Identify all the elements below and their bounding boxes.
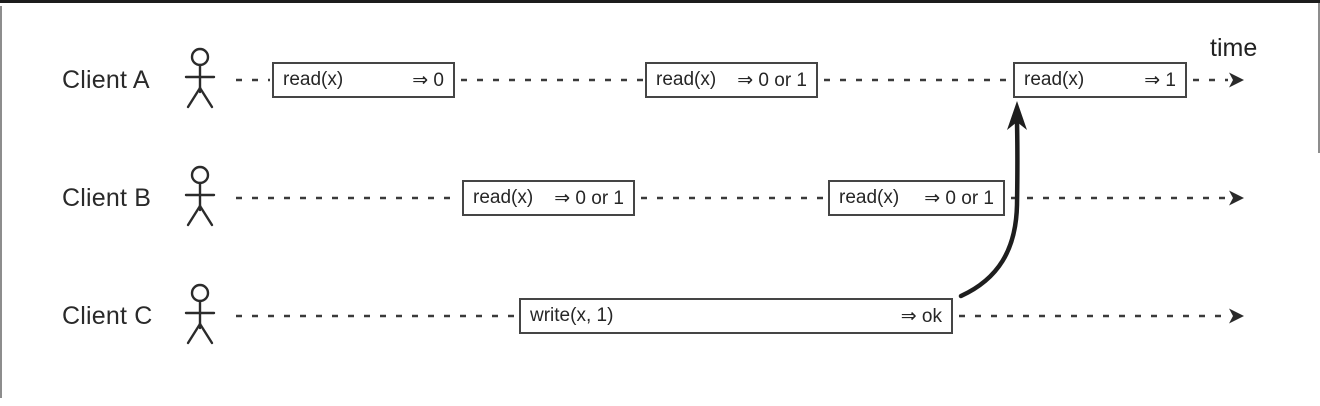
person-icon-client-c: [184, 283, 216, 345]
row-label-client-c: Client C: [62, 302, 153, 330]
timeline-b-arrowhead: [1229, 190, 1244, 206]
operation-label: read(x): [656, 69, 717, 90]
operation-box-write-c1: write(x, 1) ⇒ ok: [519, 298, 953, 334]
top-border-line: [0, 0, 1320, 3]
operation-result: ⇒ ok: [900, 305, 942, 327]
operation-label: read(x): [839, 187, 900, 208]
timeline-a-arrowhead: [1229, 72, 1244, 88]
operation-label: write(x, 1): [530, 305, 614, 326]
operation-result: ⇒ 0: [412, 69, 444, 91]
operation-result: ⇒ 0 or 1: [554, 187, 624, 209]
operation-result: ⇒ 1: [1144, 69, 1176, 91]
happens-before-arrow: [958, 119, 1020, 299]
timeline-c-arrowhead: [1229, 308, 1244, 324]
operation-result: ⇒ 0 or 1: [737, 69, 807, 91]
person-icon-client-b: [184, 165, 216, 227]
right-border-line: [1318, 3, 1320, 153]
operation-box-read-a2: read(x) ⇒ 0 or 1: [645, 62, 818, 98]
left-border-line: [0, 6, 2, 398]
time-axis-label: time: [1210, 34, 1258, 62]
happens-before-arrowhead: [1007, 101, 1027, 130]
operation-box-read-b1: read(x) ⇒ 0 or 1: [462, 180, 635, 216]
row-label-client-b: Client B: [62, 184, 152, 212]
operation-box-read-a1: read(x) ⇒ 0: [272, 62, 455, 98]
operation-label: read(x): [1024, 69, 1085, 90]
operation-label: read(x): [473, 187, 534, 208]
person-icon-client-a: [184, 47, 216, 109]
row-label-client-a: Client A: [62, 66, 150, 94]
operation-box-read-a3: read(x) ⇒ 1: [1013, 62, 1187, 98]
operation-box-read-b2: read(x) ⇒ 0 or 1: [828, 180, 1005, 216]
operation-label: read(x): [283, 69, 344, 90]
operation-result: ⇒ 0 or 1: [924, 187, 994, 209]
